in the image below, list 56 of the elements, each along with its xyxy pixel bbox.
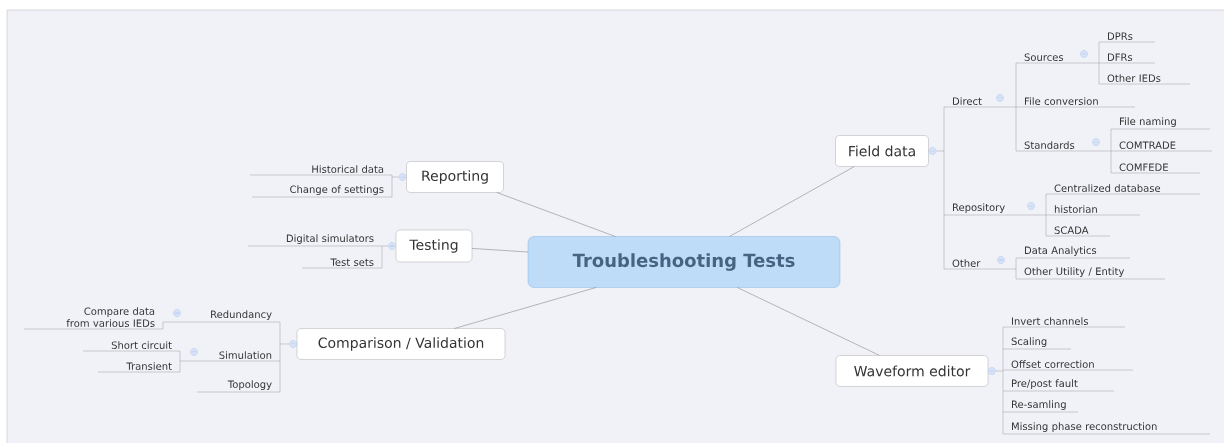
connector-line	[737, 287, 880, 356]
subtopic-label: Simulation	[201, 351, 277, 362]
connector-line	[1022, 193, 1047, 237]
subtopic-label: COMFEDE	[1114, 163, 1201, 174]
subtopic-label: Historical data	[249, 165, 389, 176]
connector-line	[936, 106, 945, 270]
subtopic-label: Direct	[947, 97, 993, 108]
subtopic-label: Re-samling	[1006, 400, 1079, 413]
subtopic-label: Missing phase reconstruction	[1006, 422, 1211, 435]
subtopic-label: Other	[947, 259, 994, 270]
connector-line	[1075, 41, 1100, 85]
subtopic-label: SCADA	[1049, 226, 1111, 237]
connector-line	[279, 321, 290, 393]
topic-box: Waveform editor	[835, 355, 989, 387]
subtopic-label: Compare data from various IEDs	[23, 307, 160, 330]
subtopic-label: Redundancy	[184, 310, 277, 323]
subtopic-label: DFRs	[1102, 53, 1156, 64]
subtopic-label: File conversion	[1019, 97, 1136, 108]
subtopic-label: COMTRADE	[1114, 141, 1213, 152]
subtopic-label: Other IEDs	[1102, 74, 1191, 85]
connector-line	[179, 350, 203, 373]
connector-line	[471, 248, 529, 253]
subtopic-label: Digital simulators	[247, 234, 379, 247]
subtopic-label: Standards	[1019, 141, 1089, 152]
subtopic-label: Pre/post fault	[1006, 379, 1115, 392]
connector-line	[454, 287, 597, 329]
subtopic-label: historian	[1049, 205, 1141, 216]
subtopic-label: Centralized database	[1049, 184, 1201, 195]
subtopic-label: Sources	[1019, 53, 1077, 64]
connector-line	[992, 257, 1017, 280]
subtopic-label: Change of settings	[251, 185, 389, 198]
subtopic-label: DPRs	[1102, 32, 1156, 43]
subtopic-label: Transient	[97, 362, 177, 373]
topic-box: Field data	[835, 135, 929, 167]
subtopic-label: Short circuit	[82, 341, 177, 352]
subtopic-label: Offset correction	[1006, 360, 1134, 371]
connector-line	[995, 326, 1004, 435]
subtopic-label: Test sets	[301, 258, 379, 269]
subtopic-label: Topology	[196, 380, 277, 393]
connector-line	[162, 321, 186, 330]
connector-line	[496, 192, 616, 237]
subtopic-label: Scaling	[1006, 337, 1072, 350]
subtopic-label: Data Analytics	[1019, 246, 1131, 259]
topic-box: Testing	[395, 229, 473, 263]
subtopic-label: Other Utility / Entity	[1019, 267, 1166, 280]
central-topic-box: Troubleshooting Tests	[527, 236, 841, 288]
subtopic-label: Repository	[947, 203, 1024, 216]
connector-line	[1087, 128, 1112, 174]
subtopic-label: File naming	[1114, 117, 1211, 130]
connector-line	[391, 174, 399, 198]
topic-box: Reporting	[406, 161, 504, 193]
connector-line	[729, 166, 855, 237]
topic-box: Comparison / Validation	[296, 328, 506, 360]
subtopic-label: Invert channels	[1006, 317, 1126, 328]
connector-line	[991, 62, 1017, 152]
connector-line	[381, 245, 389, 269]
